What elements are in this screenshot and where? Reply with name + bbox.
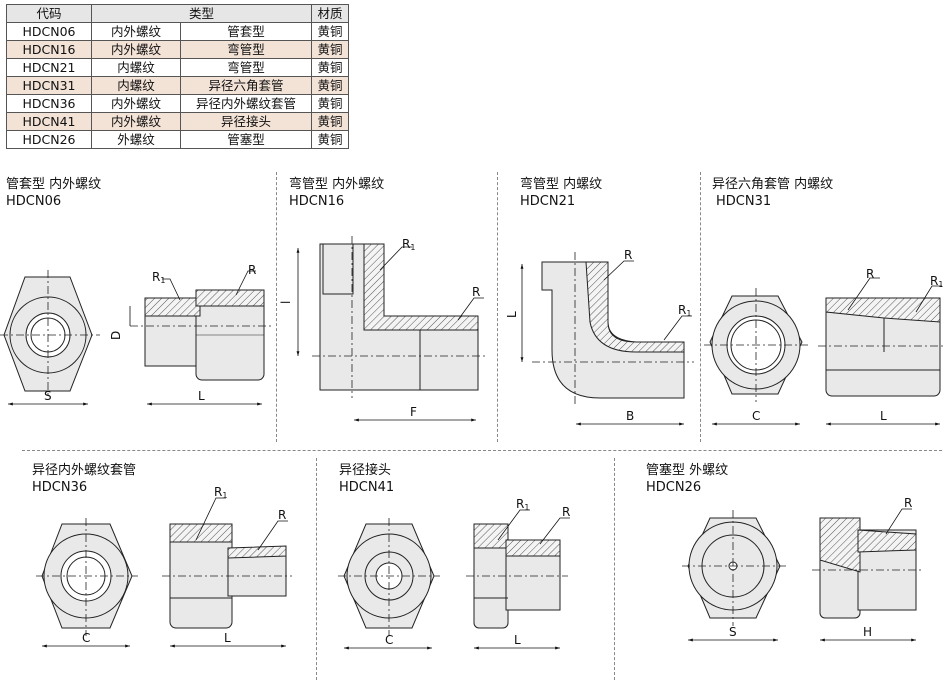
hdcn21-elbow-view [532, 252, 694, 405]
section-type: 弯管型 内外螺纹 [289, 177, 385, 192]
dim-R: R [472, 285, 480, 299]
dim-R: R [248, 263, 256, 277]
section-code: HDCN21 [520, 194, 576, 209]
section-title-hdcn26: 管塞型 外螺纹 HDCN26 [646, 462, 728, 496]
dim-C: C [82, 631, 90, 645]
divider [700, 172, 701, 442]
cell-type: 弯管型 [180, 40, 312, 59]
divider [614, 458, 615, 680]
dim-R: R [278, 508, 286, 522]
hdcn41-side-view [466, 523, 568, 629]
section-code: HDCN16 [289, 194, 345, 209]
section-title-hdcn36: 异径内外螺纹套管 HDCN36 [32, 462, 136, 496]
dim-L: L [514, 633, 521, 647]
hdcn36-side-view [162, 523, 292, 629]
section-type: 管套型 内外螺纹 [6, 177, 102, 192]
section-code: HDCN06 [6, 194, 62, 209]
cell-material: 黄铜 [311, 22, 349, 41]
dim-R1: R1 [930, 274, 943, 289]
dim-B: B [626, 409, 634, 423]
section-type: 弯管型 内螺纹 [520, 177, 603, 192]
divider [276, 172, 277, 442]
hdcn06-front-view [0, 270, 100, 398]
section-title-hdcn21: 弯管型 内螺纹 HDCN21 [520, 176, 602, 210]
table-header-row: 代码 类型 材质 [6, 4, 349, 23]
cell-type: 管塞型 [180, 130, 312, 149]
dim-R: R [624, 248, 632, 262]
dim-S: S [729, 625, 737, 639]
dim-D: D [109, 331, 123, 340]
dim-R: R [904, 496, 912, 510]
section-type: 异径内外螺纹套管 [32, 463, 137, 478]
cell-material: 黄铜 [311, 94, 349, 113]
section-title-hdcn16: 弯管型 内外螺纹 HDCN16 [289, 176, 384, 210]
dim-R1: R1 [678, 303, 691, 318]
table-row: HDCN36 内外螺纹 异径内外螺纹套管 黄铜 [6, 94, 349, 113]
divider [316, 458, 317, 680]
header-type: 类型 [91, 4, 312, 23]
cell-thread: 内外螺纹 [91, 40, 181, 59]
hdcn26-front-view [682, 510, 786, 626]
section-type: 异径六角套管 内螺纹 [712, 177, 834, 192]
hdcn06-side-view [130, 289, 272, 381]
cell-thread: 外螺纹 [91, 130, 181, 149]
dim-R1: R1 [152, 270, 165, 285]
dim-L: L [198, 389, 205, 403]
section-code: HDCN41 [339, 480, 395, 495]
dim-R: R [562, 505, 570, 519]
dimension-lines [8, 246, 942, 650]
dim-C: C [385, 633, 393, 647]
dim-L: L [505, 311, 519, 318]
dim-R: R [866, 267, 874, 281]
cell-material: 黄铜 [311, 40, 349, 59]
dim-F: F [410, 405, 417, 419]
table-row: HDCN21 内螺纹 弯管型 黄铜 [6, 58, 349, 77]
dim-R1: R1 [214, 485, 227, 500]
hdcn31-front-view [704, 288, 810, 402]
section-code: HDCN26 [646, 480, 702, 495]
divider [497, 172, 498, 442]
dim-R1: R1 [402, 237, 415, 252]
header-material: 材质 [311, 4, 349, 23]
cell-code: HDCN06 [6, 22, 92, 41]
cell-code: HDCN41 [6, 112, 92, 131]
cell-code: HDCN16 [6, 40, 92, 59]
dimension-labels: S L D R1 R l F R1 R L B R R1 C L R R1 C … [44, 237, 943, 647]
dim-L: L [224, 631, 231, 645]
dim-S: S [44, 389, 52, 403]
section-code: HDCN36 [32, 480, 88, 495]
dim-H: H [863, 625, 872, 639]
dim-C: C [752, 409, 760, 423]
dim-L: L [880, 409, 887, 423]
table-row: HDCN26 外螺纹 管塞型 黄铜 [6, 130, 349, 149]
hdcn16-elbow-view [312, 236, 486, 398]
cell-type: 异径六角套管 [180, 76, 312, 95]
dim-R1: R1 [516, 497, 529, 512]
cell-code: HDCN36 [6, 94, 92, 113]
section-type: 管塞型 外螺纹 [646, 463, 729, 478]
section-title-hdcn31: 异径六角套管 内螺纹 HDCN31 [712, 176, 833, 210]
hdcn31-side-view [818, 297, 946, 397]
table-row: HDCN16 内外螺纹 弯管型 黄铜 [6, 40, 349, 59]
section-type: 异径接头 [339, 463, 392, 478]
cell-code: HDCN26 [6, 130, 92, 149]
spec-table: 代码 类型 材质 HDCN06 内外螺纹 管套型 黄铜 HDCN16 内外螺纹 … [6, 4, 349, 149]
dim-l: l [279, 301, 293, 304]
header-code: 代码 [6, 4, 92, 23]
divider [22, 450, 942, 451]
cell-material: 黄铜 [311, 130, 349, 149]
hdcn36-front-view [36, 518, 138, 636]
section-title-hdcn41: 异径接头 HDCN41 [339, 462, 394, 496]
section-code: HDCN31 [716, 194, 772, 209]
hdcn41-front-view [338, 518, 440, 636]
hdcn26-side-view [812, 517, 922, 619]
section-title-hdcn06: 管套型 内外螺纹 HDCN06 [6, 176, 101, 210]
